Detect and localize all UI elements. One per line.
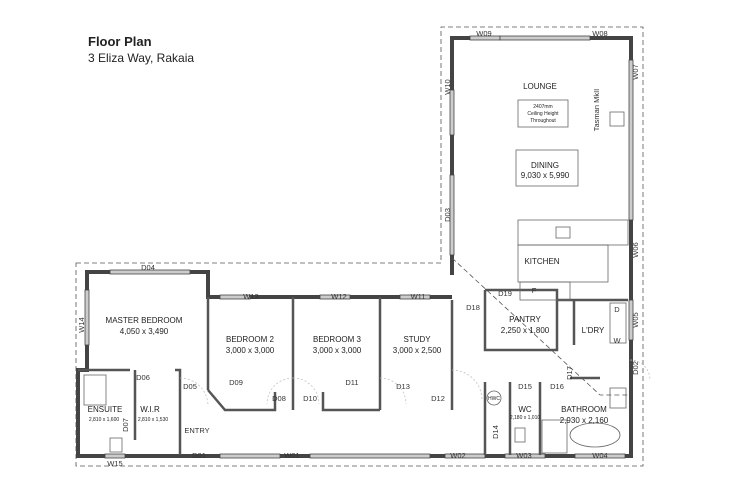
pantry-dims: 2,250 x 1,800 [501, 326, 550, 335]
room-dining: DINING [531, 161, 559, 170]
tag-w09: W09 [476, 29, 491, 38]
tag-w11: W11 [411, 292, 426, 301]
opening-tags: W01 W02 W03 W04 W05 W06 W07 W08 W09 W10 … [77, 29, 640, 468]
windows [84, 35, 634, 459]
fridge-label: F [532, 286, 537, 295]
washer-label: W [613, 336, 621, 345]
tag-d09: D09 [229, 378, 243, 387]
tag-d10: D10 [303, 394, 317, 403]
room-ensuite: ENSUITE [88, 405, 123, 414]
tag-w14: W14 [77, 317, 86, 332]
room-study: STUDY [403, 335, 431, 344]
dryer-label: D [614, 305, 620, 314]
tag-d08: D08 [272, 394, 286, 403]
ensuite-dims: 2,810 x 1,600 [89, 417, 120, 423]
room-bathroom: BATHROOM [561, 405, 607, 414]
tag-w04: W04 [592, 451, 607, 460]
address: 3 Eliza Way, Rakaia [88, 51, 195, 65]
tag-d05: D05 [183, 382, 197, 391]
tag-w07: W07 [631, 64, 640, 79]
tag-d19: D19 [498, 289, 512, 298]
tag-w13: W13 [243, 292, 258, 301]
tag-w10: W10 [443, 79, 452, 94]
room-pantry: PANTRY [509, 315, 541, 324]
tag-d17: D17 [565, 366, 574, 380]
tag-w01: W01 [284, 451, 299, 460]
bathroom-dims: 2,930 x 2,160 [560, 416, 609, 425]
tag-w06: W06 [631, 242, 640, 257]
tag-d15: D15 [518, 382, 532, 391]
tag-w05: W05 [631, 312, 640, 327]
study-dims: 3,000 x 2,500 [393, 346, 442, 355]
site-boundary [75, 26, 644, 467]
master-dims: 4,050 x 3,490 [120, 327, 169, 336]
fixtures [83, 99, 651, 454]
tag-d02: D02 [631, 361, 640, 375]
dining-dims: 9,030 x 5,990 [521, 171, 570, 180]
tag-d03: D03 [443, 208, 452, 222]
tag-d06: D06 [136, 373, 150, 382]
exterior-wall [76, 36, 633, 458]
room-entry: ENTRY [184, 426, 209, 435]
wc-dims: 2,180 x 1,010 [510, 415, 541, 421]
ceiling-note-2: Ceiling Height [527, 111, 559, 117]
tag-d07: D07 [121, 418, 130, 432]
room-lounge: LOUNGE [523, 82, 557, 91]
page-title: Floor Plan [88, 34, 152, 49]
room-kitchen: KITCHEN [524, 257, 559, 266]
tag-w03: W03 [516, 451, 531, 460]
ceiling-note-1: 2407mm [533, 104, 552, 110]
heater-label: Tasman MkII [592, 89, 601, 132]
tag-w12: W12 [331, 292, 346, 301]
room-laundry: L'DRY [582, 326, 605, 335]
wir-dims: 2,810 x 1,530 [138, 417, 169, 423]
tag-w02: W02 [450, 451, 465, 460]
tag-d13: D13 [396, 382, 410, 391]
room-bedroom-2: BEDROOM 2 [226, 335, 275, 344]
tag-d01: D01 [192, 451, 206, 460]
room-labels: LOUNGE 2407mm Ceiling Height Throughout … [88, 82, 622, 435]
room-master-bedroom: MASTER BEDROOM [106, 316, 183, 325]
room-wc: WC [518, 405, 532, 414]
tag-d18: D18 [466, 303, 480, 312]
ceiling-note-3: Throughout [530, 118, 556, 124]
tag-d04: D04 [141, 263, 155, 272]
bed2-dims: 3,000 x 3,000 [226, 346, 275, 355]
tag-d16: D16 [550, 382, 564, 391]
room-wir: W.I.R [140, 405, 160, 414]
interior-walls [78, 288, 628, 455]
room-bedroom-3: BEDROOM 3 [313, 335, 362, 344]
tag-w08: W08 [592, 29, 607, 38]
tag-w15: W15 [107, 459, 122, 468]
tag-d11: D11 [345, 378, 358, 387]
tag-d14: D14 [491, 425, 500, 439]
hwc-label: HWC [488, 396, 500, 402]
tag-d12: D12 [431, 394, 445, 403]
bed3-dims: 3,000 x 3,000 [313, 346, 362, 355]
